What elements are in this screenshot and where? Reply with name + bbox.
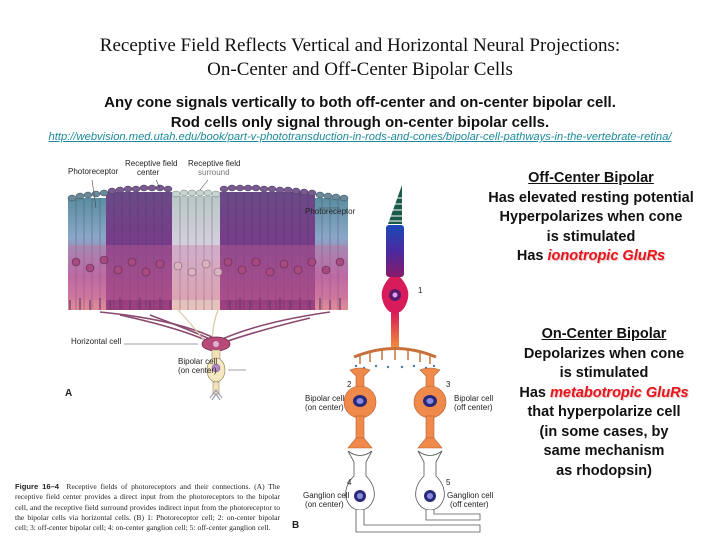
label-photoreceptor-top: Photoreceptor — [68, 167, 119, 176]
on-center-panel: On-Center Bipolar Depolarizes when cone … — [492, 325, 716, 481]
caption-text: Receptive fields of photoreceptors and t… — [15, 482, 280, 533]
on-center-line-2: is stimulated — [559, 365, 649, 381]
label-photoreceptor-right: Photoreceptor — [305, 207, 356, 216]
on-center-line-5: same mechanism — [543, 443, 665, 459]
off-center-line-2: Hyperpolarizes when cone — [499, 209, 683, 225]
label-bipolar-off-1: Bipolar cell — [454, 394, 494, 403]
off-center-has-prefix: Has — [516, 248, 548, 264]
label-rf-surround-2: surround — [198, 168, 230, 177]
label-ganglion-off-1: Ganglion cell — [447, 491, 494, 500]
label-horizontal-cell: Horizontal cell — [71, 337, 122, 346]
label-ganglion-on-2: (on center) — [305, 500, 344, 509]
summary-line-2: Rod cells only signal through on-center … — [170, 114, 550, 131]
caption-figure-number: Figure 16–4 — [15, 482, 60, 491]
label-bipolar-1: Bipolar cell — [178, 357, 218, 366]
label-rf-surround-1: Receptive field — [188, 159, 241, 168]
label-bipolar-2: (on center) — [178, 366, 217, 375]
label-ganglion-off-2: (off center) — [450, 500, 489, 509]
label-ganglion-on-1: Ganglion cell — [303, 491, 350, 500]
figure-a-retina-diagram — [67, 179, 349, 400]
label-bipolar-on-2: (on center) — [305, 403, 344, 412]
slide-title: Receptive Field Reflects Vertical and Ho… — [0, 34, 720, 82]
on-center-receptor-line: Has metabotropic GluRs — [492, 384, 716, 404]
label-num-2: 2 — [347, 380, 352, 389]
on-center-line-1: Depolarizes when cone — [523, 345, 685, 362]
title-line-1: Receptive Field Reflects Vertical and Ho… — [99, 35, 621, 56]
off-center-panel: Off-Center Bipolar Has elevated resting … — [462, 169, 720, 267]
summary-text: Any cone signals vertically to both off-… — [0, 93, 720, 133]
bipolar-off-center-cell — [413, 367, 447, 449]
label-num-3: 3 — [446, 380, 451, 389]
on-center-line-3: that hyperpolarize cell — [527, 404, 681, 420]
off-center-heading: Off-Center Bipolar — [528, 170, 654, 186]
off-center-receptor: ionotropic GluRs — [547, 248, 666, 264]
on-center-line-6: as rhodopsin) — [556, 462, 652, 479]
ganglion-off-center-cell — [415, 450, 481, 521]
photoreceptor-inner-segment — [386, 225, 404, 277]
title-line-2: On-Center and Off-Center Bipolar Cells — [207, 59, 513, 80]
panel-label-b: B — [292, 520, 300, 531]
label-rf-center-2: center — [137, 168, 160, 177]
figure-b-pathway-diagram — [343, 185, 481, 533]
on-center-has-prefix: Has — [519, 384, 551, 401]
bipolar-on-center-cell — [343, 367, 377, 449]
label-num-1: 1 — [418, 286, 423, 295]
label-bipolar-on-1: Bipolar cell — [305, 394, 345, 403]
label-num-5: 5 — [446, 478, 451, 487]
off-center-receptor-line: Has ionotropic GluRs — [462, 247, 720, 267]
figure-caption: Figure 16–4 Receptive fields of photorec… — [15, 482, 280, 533]
on-center-heading: On-Center Bipolar — [541, 326, 667, 342]
source-link[interactable]: http://webvision.med.utah.edu/book/part-… — [48, 131, 672, 143]
summary-line-1: Any cone signals vertically to both off-… — [104, 94, 616, 111]
off-center-line-3: is stimulated — [546, 228, 636, 245]
ganglion-on-center-cell — [345, 450, 481, 533]
panel-label-a: A — [65, 388, 73, 399]
label-num-4: 4 — [347, 478, 352, 487]
on-center-receptor: metabotropic GluRs — [550, 384, 689, 401]
label-rf-center-1: Receptive field — [125, 159, 178, 168]
off-center-line-1: Has elevated resting potential — [488, 189, 694, 206]
on-center-line-4: (in some cases, by — [539, 423, 669, 440]
label-bipolar-off-2: (off center) — [454, 403, 493, 412]
